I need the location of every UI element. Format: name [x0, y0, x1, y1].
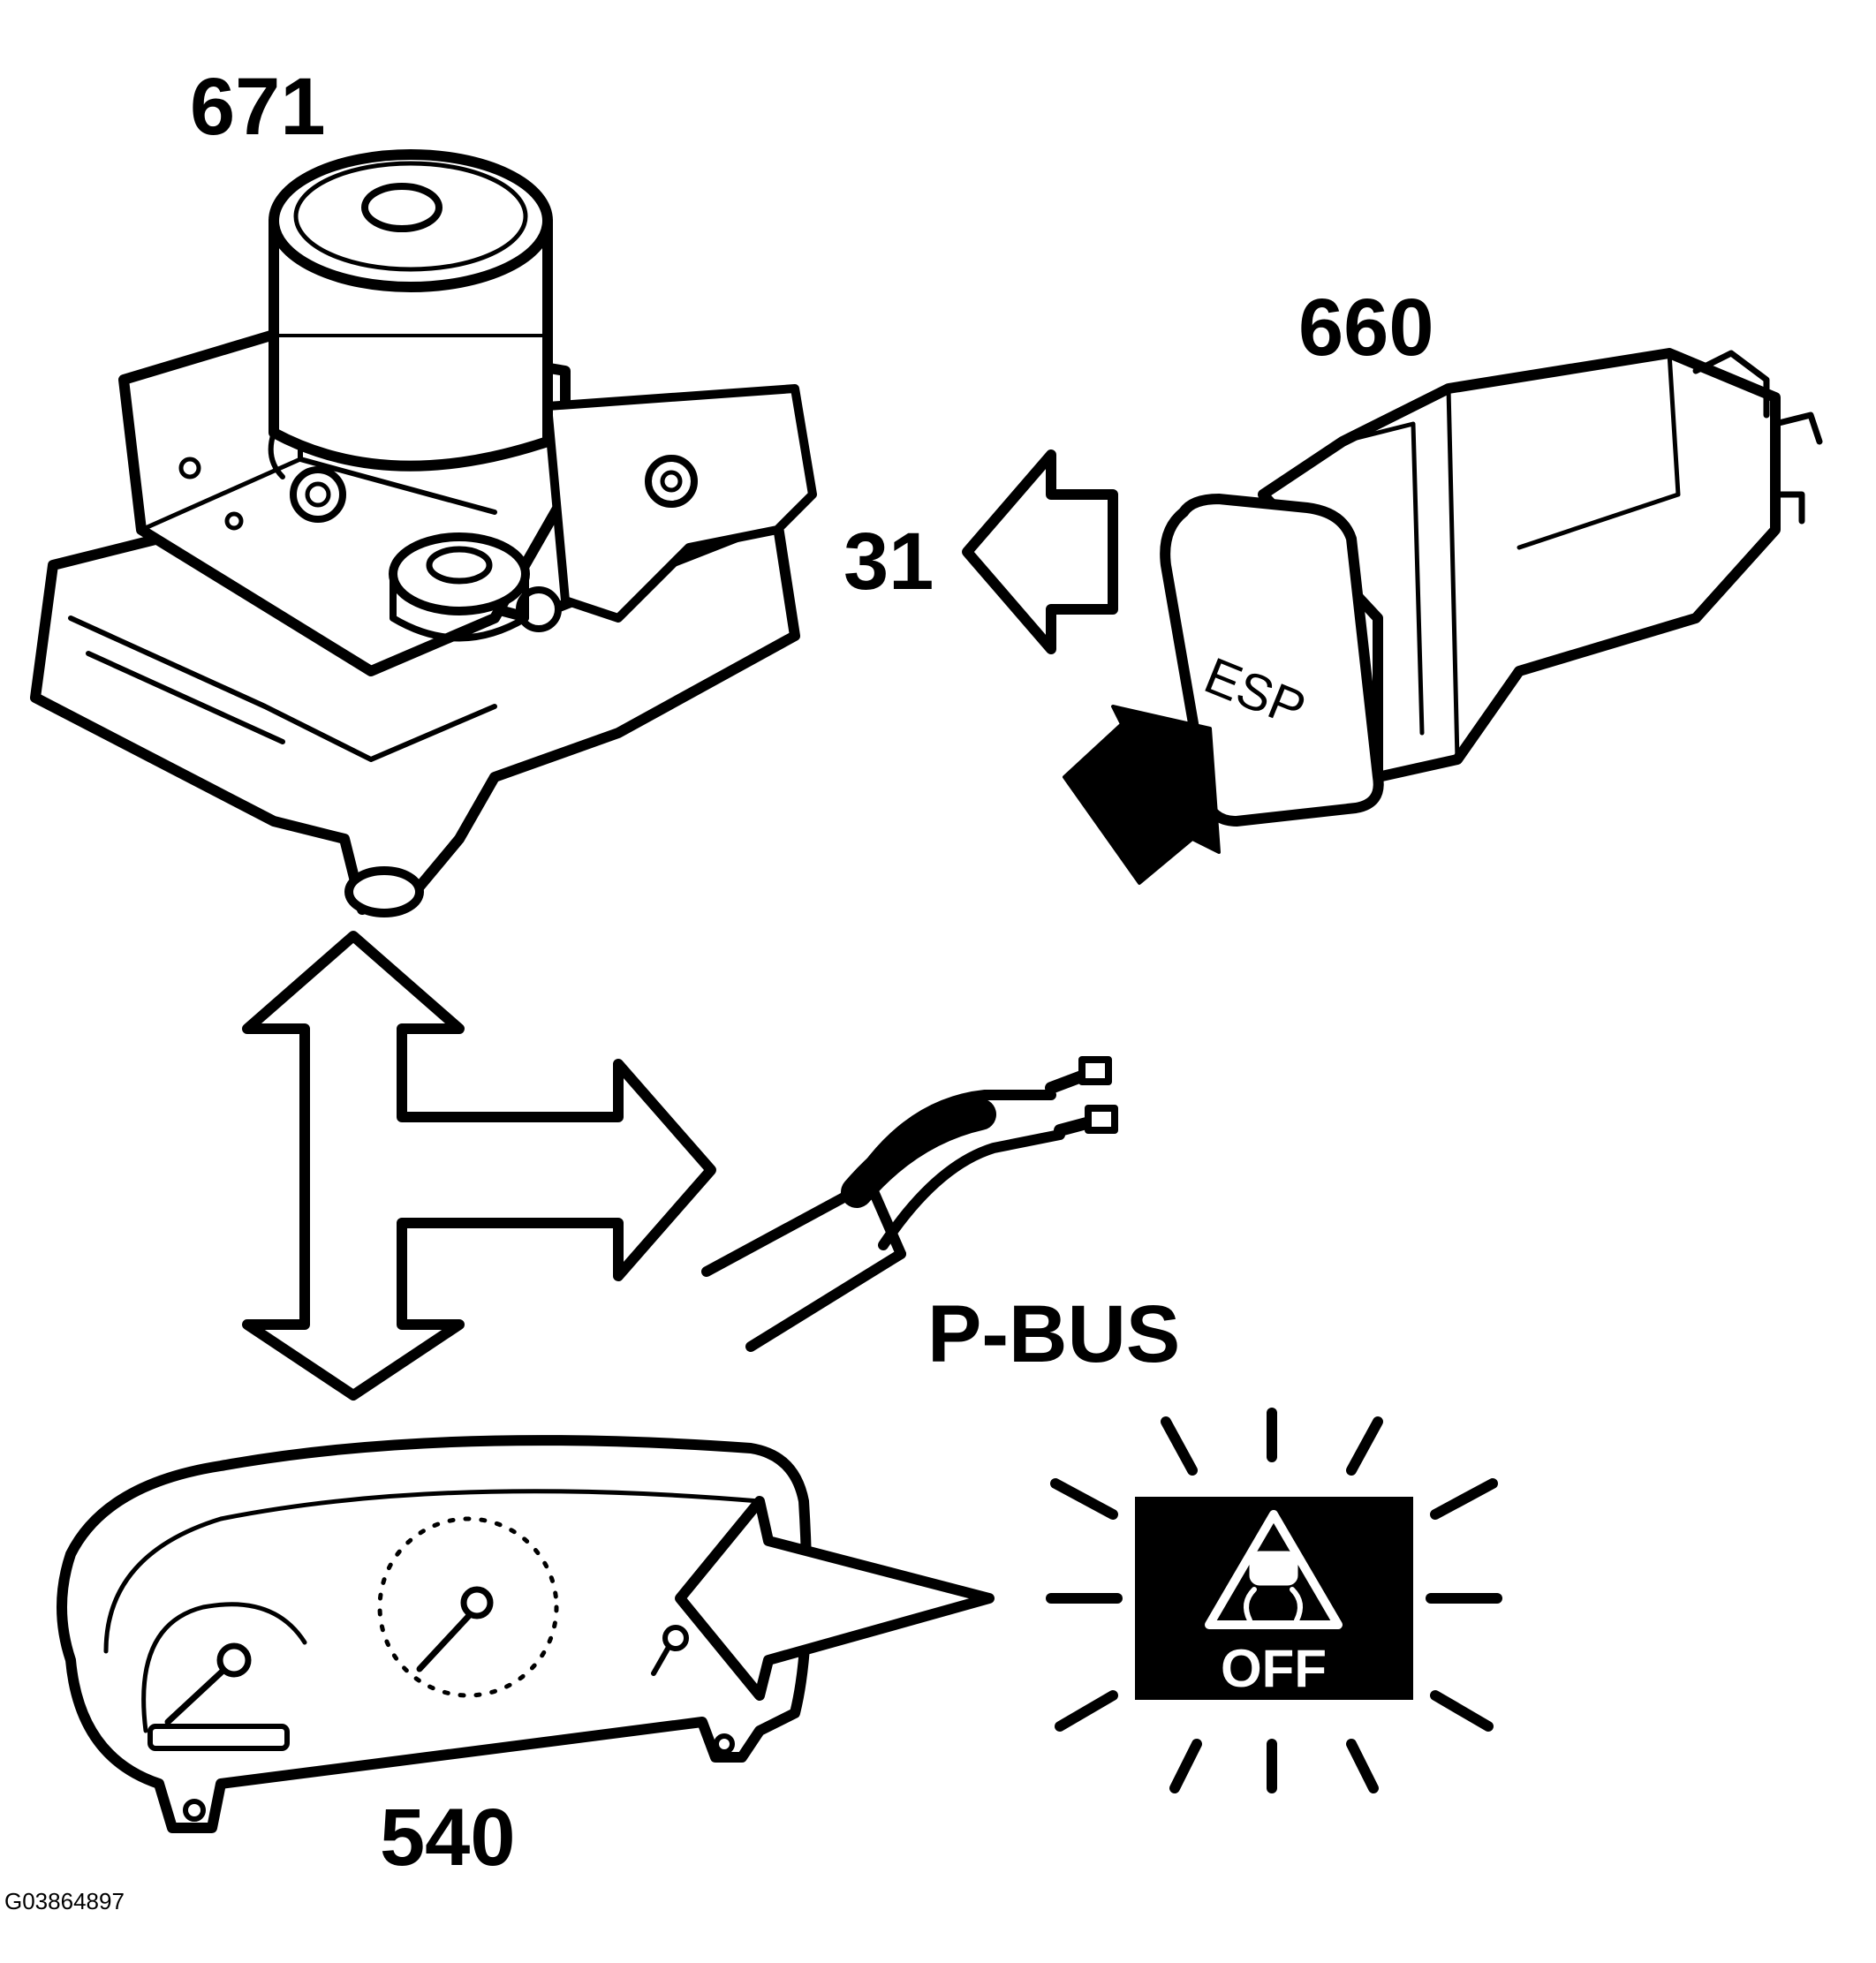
- warning-pointer-arrow: [675, 1496, 995, 1701]
- instrument-cluster: [57, 1435, 813, 1833]
- abs-hydraulic-unit: [30, 149, 817, 917]
- label-660: 660: [1298, 283, 1434, 373]
- signal-arrow-31: [962, 449, 1118, 654]
- label-p-bus: P-BUS: [927, 1289, 1181, 1379]
- label-540: 540: [380, 1793, 516, 1883]
- label-31: 31: [843, 517, 934, 607]
- esp-switch: [1160, 348, 1823, 827]
- warning-lamp-rays: [1046, 1408, 1502, 1793]
- press-arrow-icon: [1063, 705, 1221, 885]
- bidirectional-data-arrow: [242, 931, 716, 1401]
- warning-lamp-off-text: OFF: [1221, 1639, 1327, 1698]
- figure-id: G03864897: [4, 1888, 125, 1914]
- label-671: 671: [190, 62, 326, 152]
- p-bus-cable: [701, 1056, 1118, 1352]
- warning-lamp: [1135, 1497, 1413, 1700]
- traction-control-skid-icon: [1205, 1510, 1343, 1629]
